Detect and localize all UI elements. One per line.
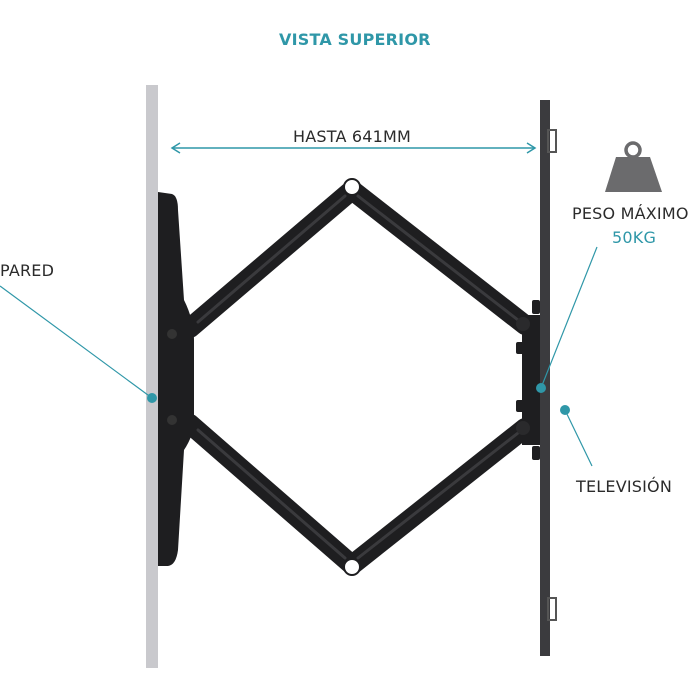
- tv-label: TELEVISIÓN: [576, 477, 673, 496]
- joint-top: [343, 178, 361, 196]
- weight-label: PESO MÁXIMO: [572, 204, 689, 223]
- articulating-arms: [180, 180, 535, 575]
- weight-icon: [605, 141, 662, 192]
- wall-label: PARED: [0, 261, 55, 280]
- plate-callout-dot: [536, 383, 546, 393]
- tv-callout-dot: [560, 405, 570, 415]
- wall: [146, 85, 158, 668]
- weight-value: 50KG: [612, 228, 657, 247]
- wall-callout-dot: [147, 393, 157, 403]
- joint-bottom: [343, 558, 361, 576]
- wall-plate: [158, 192, 194, 566]
- dimension-label: HASTA 641MM: [293, 127, 412, 146]
- callout-lines: [0, 246, 598, 467]
- diagram-title: VISTA SUPERIOR: [279, 30, 431, 49]
- dimension-arrow: [170, 142, 537, 154]
